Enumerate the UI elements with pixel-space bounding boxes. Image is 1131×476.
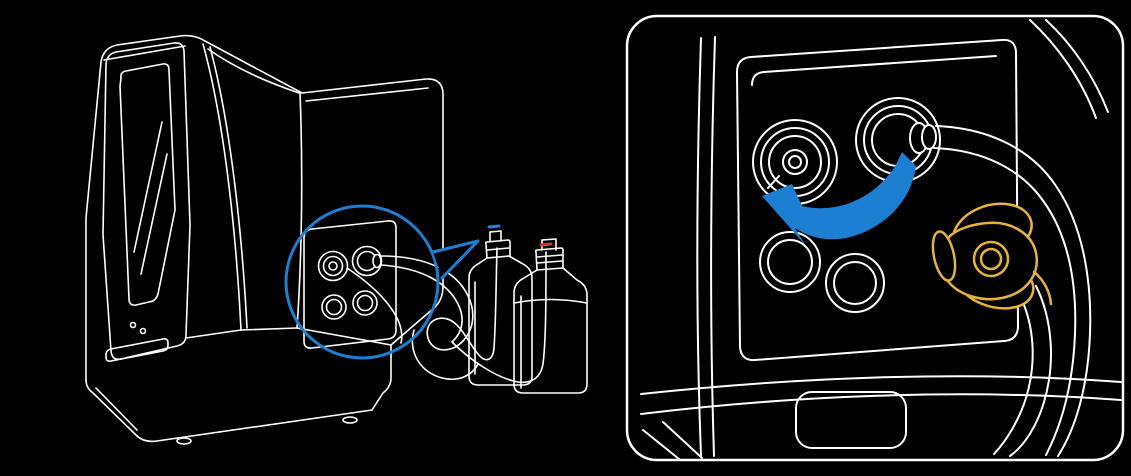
front-arch-left-edge: [202, 43, 242, 331]
cap-elbow-fitting: [489, 230, 502, 242]
zoom-panel: [625, 14, 1125, 462]
front-button-dot: [139, 327, 147, 335]
front-bottom-edge: [185, 329, 242, 339]
clip-stub: [1032, 270, 1053, 306]
bottle-front: [513, 238, 588, 394]
front-button-dot: [129, 321, 137, 329]
door-window: [119, 63, 176, 306]
front-arch-left-inner: [209, 46, 248, 329]
window-reflection-line: [140, 153, 168, 275]
printer-body-outline: [85, 34, 444, 443]
port-top-left-inner: [322, 255, 344, 277]
highlight-callout: [284, 204, 480, 360]
port-recess-outline: [303, 220, 397, 349]
top-ridge-line: [103, 45, 186, 61]
tube-line: [993, 295, 1034, 455]
cap-ridge-line: [486, 247, 510, 251]
clip-hole: [972, 240, 1010, 278]
base-handle-slot: [795, 391, 907, 449]
port-top-left: [317, 250, 349, 282]
highlight-circle: [284, 204, 440, 360]
detail-tubes: [933, 19, 1109, 457]
port-bottom-right: [352, 290, 378, 316]
base-corner-line: [642, 429, 680, 460]
base-handle-slot: [105, 338, 169, 362]
cap-ridge-line: [536, 254, 563, 258]
detail-port-lower-left-inner: [767, 239, 813, 285]
tube-line: [411, 329, 479, 380]
tubing: [346, 247, 547, 384]
base-corner-line: [662, 421, 703, 459]
tube-connector-clip: [931, 202, 1053, 310]
detail-port-recess-outline: [736, 38, 1019, 362]
cap-ridge-line: [536, 260, 563, 264]
port-stub-line: [767, 175, 780, 189]
callout-pointer: [431, 239, 480, 280]
bottle-cap: [484, 239, 511, 259]
clip-flange: [931, 230, 957, 282]
machine-corner-line: [710, 36, 716, 457]
port-bottom-left-inner: [325, 298, 343, 316]
side-port-panel: [303, 220, 397, 349]
tube-line: [935, 125, 1092, 457]
rotation-arrow-shape: [762, 152, 916, 246]
bottle-body: [513, 267, 588, 394]
tube-line: [380, 247, 498, 361]
front-arch-right-edge: [296, 92, 303, 329]
detail-port-lower-left: [759, 231, 821, 293]
detail-port-lower-right-inner: [833, 261, 877, 305]
port-top-left-hub: [328, 261, 338, 271]
rotation-arrow: [762, 152, 916, 246]
detail-recess-inner-line: [751, 55, 997, 86]
tube-line: [346, 267, 403, 344]
tube-line: [1045, 19, 1109, 113]
base-edge-line: [640, 375, 1122, 395]
red-cap-mark: [539, 242, 553, 247]
port-recess-ring: [768, 135, 822, 189]
tube-line: [380, 251, 547, 384]
detail-port-lower-right: [825, 253, 885, 313]
detail-port-right: [855, 97, 941, 183]
printer-overview-illustration: [85, 34, 588, 445]
window-reflection-line: [133, 121, 163, 253]
front-door-outline: [102, 42, 191, 361]
detail-illustration: [640, 19, 1122, 460]
tube-fitting: [372, 253, 382, 269]
clip-hole-inner: [979, 247, 1003, 271]
port-bottom-left: [321, 294, 347, 320]
bottle-cap: [534, 247, 564, 271]
machine-corner-line: [696, 37, 702, 457]
red-cap-mark-line: [539, 242, 553, 247]
side-seam-line: [305, 87, 429, 102]
zoom-panel-border: [625, 14, 1125, 462]
port-bottom-right-inner: [356, 294, 374, 312]
port-hub-pin: [788, 155, 802, 169]
front-arch-top-edge: [207, 48, 300, 94]
base-edge-line: [640, 393, 1122, 415]
blue-cap-mark: [487, 224, 501, 229]
front-bottom-edge: [296, 327, 392, 346]
blue-cap-mark-line: [487, 224, 501, 229]
machine-foot: [176, 437, 192, 445]
base-corner-line: [95, 387, 138, 431]
tube-line: [1029, 19, 1097, 119]
front-arch-base: [240, 327, 298, 331]
port-hub: [782, 149, 808, 175]
bottle-shoulder-line: [513, 298, 588, 304]
machine-foot: [342, 416, 358, 424]
tube-line: [1009, 285, 1052, 457]
cap-elbow-fitting: [541, 238, 557, 251]
tube-line: [933, 147, 1077, 456]
inserted-fitting-collar: [921, 124, 937, 150]
